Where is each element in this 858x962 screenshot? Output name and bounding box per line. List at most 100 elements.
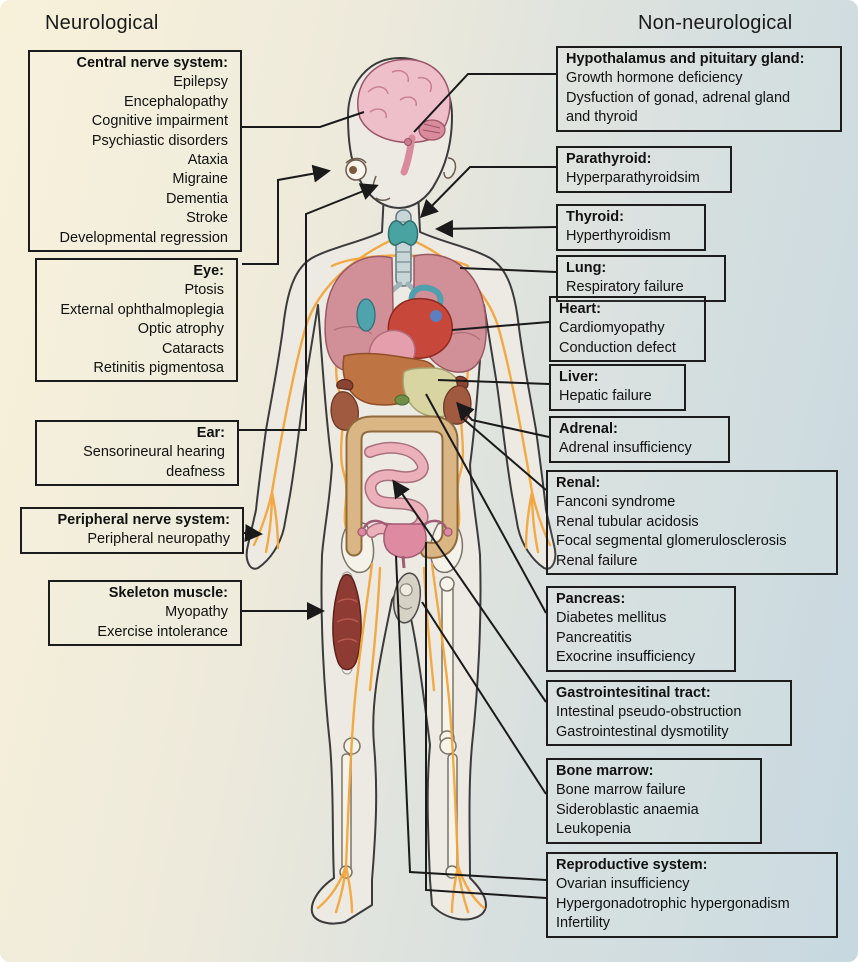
box-renal: Renal: Fanconi syndrome Renal tubular ac… xyxy=(546,470,838,576)
condition-item: Hyperparathyroidsim xyxy=(566,170,700,187)
condition-item: Renal failure xyxy=(556,552,638,569)
line-parathyroid xyxy=(419,166,556,219)
line-cns xyxy=(242,111,365,128)
condition-item: Fanconi syndrome xyxy=(556,494,676,511)
condition-item: Psychiastic disorders xyxy=(91,132,228,149)
condition-item: Sideroblastic anaemia xyxy=(556,801,699,818)
condition-item: Epilepsy xyxy=(173,74,228,91)
box-peripheral-nerve-system: Peripheral nerve system: Peripheral neur… xyxy=(20,507,244,554)
box-title: Central nerve system: xyxy=(76,55,228,71)
box-reproductive-system: Reproductive system: Ovarian insufficien… xyxy=(546,852,838,938)
box-lung: Lung: Respiratory failure xyxy=(556,255,726,302)
condition-item: Ptosis xyxy=(184,282,225,299)
condition-item: Dysfuction of gonad, adrenal gland xyxy=(566,89,791,106)
condition-item: Infertility xyxy=(556,915,610,932)
condition-item: Sensorineural hearing xyxy=(83,444,225,461)
condition-item: Myopathy xyxy=(165,604,228,621)
condition-item: Gastrointestinal dysmotility xyxy=(556,723,729,740)
condition-item: Migraine xyxy=(172,171,228,188)
box-title: Parathyroid: xyxy=(566,151,652,167)
condition-item: Respiratory failure xyxy=(566,279,684,296)
box-title: Hypothalamus and pituitary gland: xyxy=(566,51,805,67)
condition-item: Cognitive impairment xyxy=(91,113,228,130)
line-repro-1 xyxy=(395,555,547,881)
box-title: Reproductive system: xyxy=(556,857,708,873)
pulmonary-vessel-icon xyxy=(356,298,376,332)
condition-item: Cardiomyopathy xyxy=(559,320,665,337)
line-pancreas xyxy=(425,393,547,614)
line-liver xyxy=(437,379,550,385)
box-pancreas: Pancreas: Diabetes mellitus Pancreatitis… xyxy=(546,586,736,672)
box-title: Gastrointesitinal tract: xyxy=(556,685,711,701)
line-gastro xyxy=(392,479,547,703)
condition-item: Ovarian insufficiency xyxy=(556,876,690,893)
box-title: Skeleton muscle: xyxy=(108,585,228,601)
box-ear: Ear: Sensorineural hearing deafness xyxy=(35,420,239,487)
condition-item: Cataracts xyxy=(161,340,224,357)
condition-item: Leukopenia xyxy=(556,821,631,838)
condition-item: Focal segmental glomerulosclerosis xyxy=(556,533,787,550)
box-skeleton-muscle: Skeleton muscle: Myopathy Exercise intol… xyxy=(48,580,242,647)
condition-item: Hepatic failure xyxy=(559,388,652,405)
box-hypothalamus-pituitary: Hypothalamus and pituitary gland: Growth… xyxy=(556,46,842,132)
box-adrenal: Adrenal: Adrenal insufficiency xyxy=(549,416,730,463)
box-title: Ear: xyxy=(196,425,225,441)
condition-item: Conduction defect xyxy=(559,339,676,356)
line-ear xyxy=(239,183,379,431)
condition-item: Dementia xyxy=(165,190,228,207)
condition-item: Pancreatitis xyxy=(556,629,632,646)
condition-item: Encephalopathy xyxy=(124,93,228,110)
box-title: Lung: xyxy=(566,260,607,276)
ear-icon xyxy=(443,157,457,179)
condition-item: Intestinal pseudo-obstruction xyxy=(556,704,742,721)
condition-item: Developmental regression xyxy=(59,229,228,246)
condition-item: Peripheral neuropathy xyxy=(87,531,230,548)
box-central-nerve-system: Central nerve system: Epilepsy Encephalo… xyxy=(28,50,242,253)
box-title: Adrenal: xyxy=(559,421,618,437)
condition-item: External ophthalmoplegia xyxy=(60,301,224,318)
condition-item: Exocrine insufficiency xyxy=(556,649,696,666)
line-adrenal xyxy=(456,401,550,438)
condition-item: Optic atrophy xyxy=(137,321,224,338)
header-non-neurological: Non-neurological xyxy=(638,12,793,34)
header-neurological: Neurological xyxy=(45,12,159,34)
uterus-icon xyxy=(357,519,453,569)
condition-item: Renal tubular acidosis xyxy=(556,513,699,530)
connector-lines xyxy=(239,73,557,899)
box-thyroid: Thyroid: Hyperthyroidism xyxy=(556,204,706,251)
condition-item: and thyroid xyxy=(566,109,638,126)
condition-item: Retinitis pigmentosa xyxy=(93,360,224,377)
line-eye xyxy=(242,164,331,265)
condition-item: Growth hormone deficiency xyxy=(566,70,743,87)
box-title: Peripheral nerve system: xyxy=(57,512,230,528)
line-bone-marrow xyxy=(421,601,547,795)
line-thyroid xyxy=(435,219,557,238)
box-title: Liver: xyxy=(559,369,599,385)
box-bone-marrow: Bone marrow: Bone marrow failure Siderob… xyxy=(546,758,762,844)
box-gastrointestinal: Gastrointesitinal tract: Intestinal pseu… xyxy=(546,680,792,747)
condition-item: Diabetes mellitus xyxy=(556,610,667,627)
box-title: Heart: xyxy=(559,301,601,317)
box-title: Eye: xyxy=(193,263,224,279)
thyroid-icon xyxy=(387,220,419,246)
condition-item: Hypergonadotrophic hypergonadism xyxy=(556,895,790,912)
box-title: Thyroid: xyxy=(566,209,624,225)
box-title: Renal: xyxy=(556,475,601,491)
line-lung xyxy=(459,267,557,273)
gallbladder-icon xyxy=(394,394,410,406)
condition-item: Exercise intolerance xyxy=(97,623,228,640)
condition-item: Ataxia xyxy=(187,152,228,169)
condition-item: Hyperthyroidism xyxy=(566,228,671,245)
line-peripheral xyxy=(243,524,263,543)
brain-icon xyxy=(357,58,451,176)
line-heart xyxy=(451,321,550,331)
box-title: Bone marrow: xyxy=(556,763,654,779)
kidneys-adrenal-icon xyxy=(330,375,472,431)
condition-item: Adrenal insufficiency xyxy=(559,440,692,457)
thigh-muscle-icon xyxy=(332,571,362,675)
box-parathyroid: Parathyroid: Hyperparathyroidsim xyxy=(556,146,732,193)
condition-item: Bone marrow failure xyxy=(556,782,686,799)
bone-marrow-cross-section-icon xyxy=(392,572,422,624)
